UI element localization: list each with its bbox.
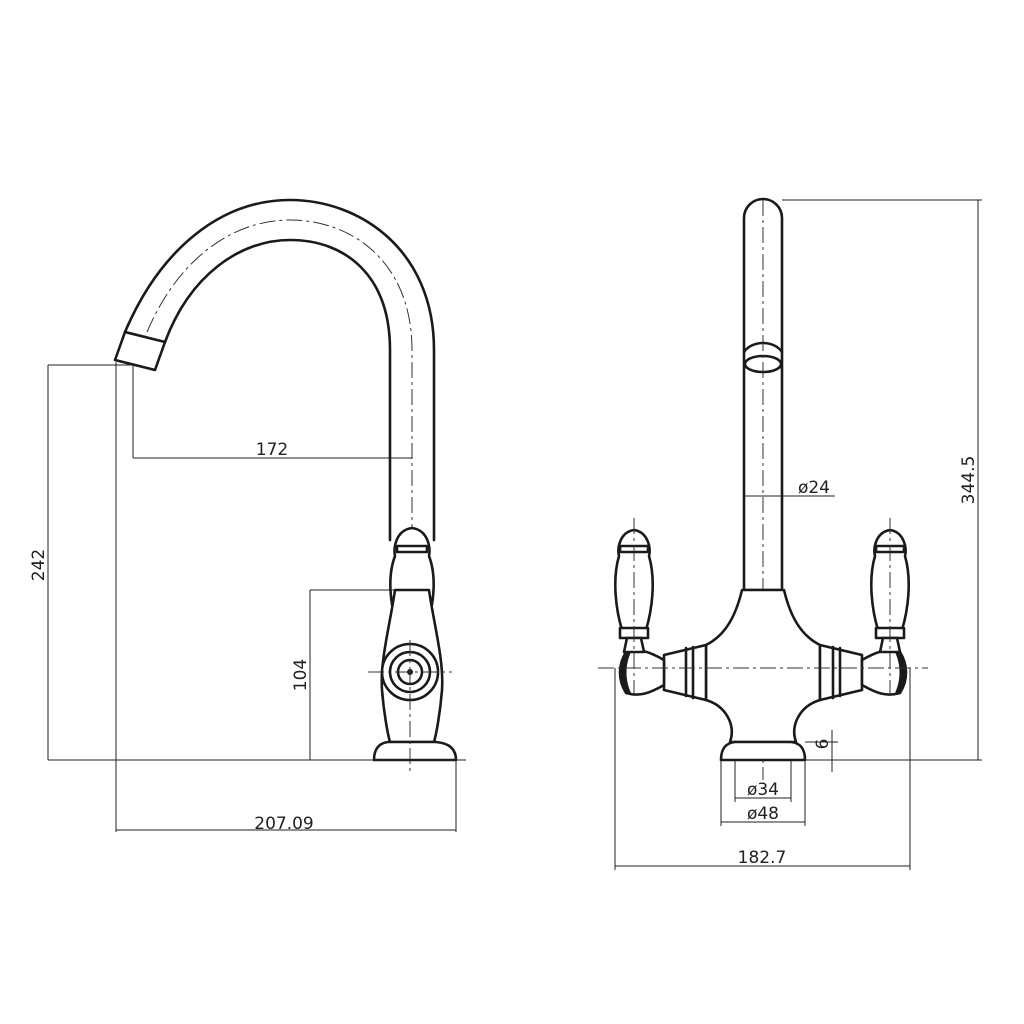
front-left-lever-stem <box>622 636 646 654</box>
side-spout-centerline <box>144 219 413 540</box>
front-right-lever-stem <box>878 636 902 654</box>
dim-48-label: ø48 <box>747 804 779 824</box>
dim-182-label: 182.7 <box>738 848 787 868</box>
dim-34-label: ø34 <box>747 780 779 800</box>
side-spout-outer-wall <box>123 198 436 542</box>
front-left-valve-cap <box>620 652 631 693</box>
dim-104-label: 104 <box>291 659 311 691</box>
dim-344-label: 344.5 <box>959 456 979 505</box>
front-view: ø24 344.5 6 ø34 ø48 182.7 <box>598 197 982 870</box>
side-spout-inner-wall <box>163 238 392 542</box>
dim-172-label: 172 <box>256 440 288 460</box>
front-base-plinth <box>719 740 807 762</box>
dim-24-label: ø24 <box>798 478 830 498</box>
front-right-valve-cap <box>895 652 906 693</box>
side-view: 172 242 104 207.09 <box>29 198 466 834</box>
side-spout-aerator <box>113 330 167 372</box>
dim-6-label: 6 <box>813 739 833 750</box>
front-faucet-body <box>704 588 822 744</box>
dim-207-label: 207.09 <box>254 814 313 834</box>
side-lever-cap-band <box>395 544 429 554</box>
dim-242-label: 242 <box>29 549 49 581</box>
side-base-plinth <box>372 740 458 762</box>
